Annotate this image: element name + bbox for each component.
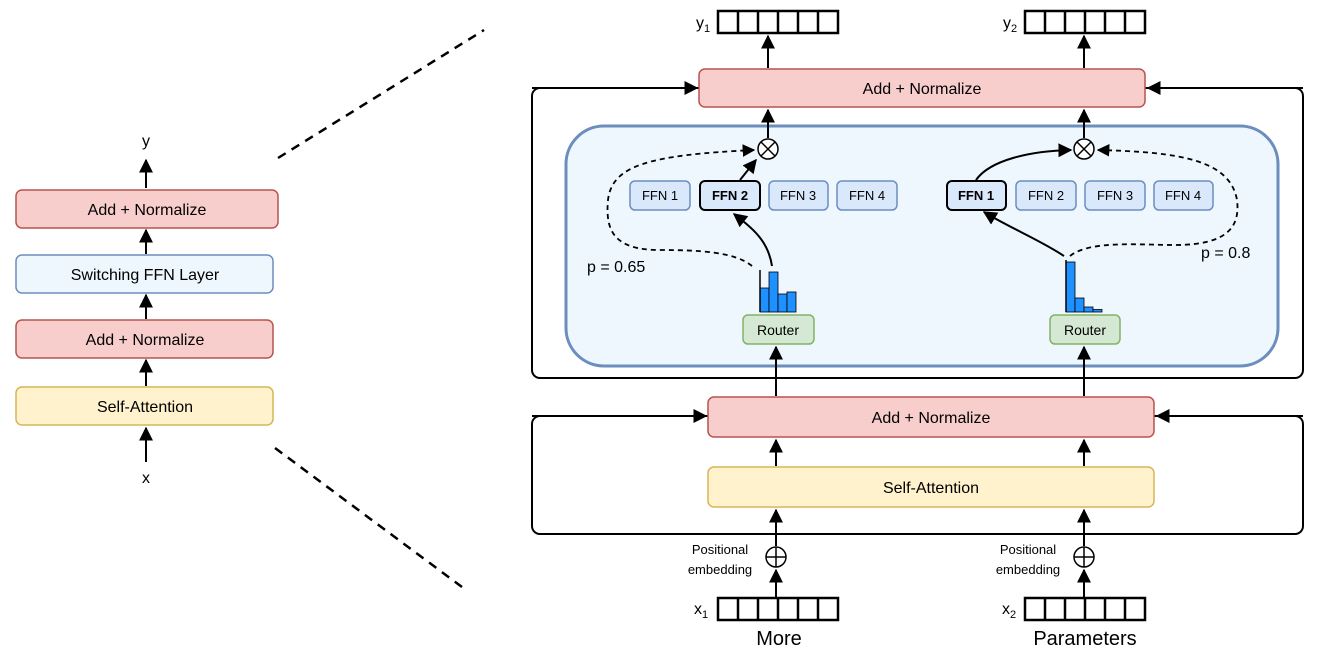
router-to-ffn-arrow bbox=[982, 211, 1065, 257]
left-output-label: y bbox=[142, 133, 150, 150]
histogram-bar bbox=[1074, 297, 1085, 313]
ffn-box bbox=[1084, 180, 1146, 211]
histogram-bar bbox=[1083, 306, 1094, 313]
histogram-bar bbox=[768, 271, 779, 313]
bottom-addnorm-box bbox=[707, 396, 1155, 438]
self-attention-box bbox=[707, 466, 1155, 508]
left-switching-ffn-box bbox=[15, 254, 274, 294]
left-router-label: Router bbox=[757, 322, 799, 338]
histogram-bar bbox=[777, 293, 788, 313]
input-word-parameters: Parameters bbox=[1033, 628, 1136, 650]
histogram-bar bbox=[759, 287, 770, 313]
ffn-box-selected bbox=[946, 180, 1007, 211]
ffn-box bbox=[768, 180, 829, 211]
multiply-icon-right bbox=[1073, 138, 1095, 160]
multiply-icon-left bbox=[757, 138, 779, 160]
ffn-label: FFN 4 bbox=[849, 188, 885, 203]
switching-ffn-panel bbox=[564, 124, 1280, 368]
self-attention-label: Self-Attention bbox=[883, 480, 979, 497]
output-label-y1: y1 bbox=[696, 15, 710, 35]
add-icon-right bbox=[1073, 546, 1095, 568]
input-vector-x2: x2 bbox=[1002, 596, 1147, 622]
ffn-box bbox=[836, 180, 898, 211]
probability-dashed-arrow bbox=[606, 144, 756, 267]
right-router-label: Router bbox=[1064, 322, 1106, 338]
output-label-y2: y2 bbox=[1003, 15, 1017, 35]
left-switching-ffn-label: Switching FFN Layer bbox=[71, 267, 220, 284]
ffn-label: FFN 1 bbox=[642, 188, 678, 203]
left-input-label: x bbox=[142, 470, 150, 487]
ffn-label: FFN 2 bbox=[1028, 188, 1064, 203]
left-addnorm-bottom-label: Add + Normalize bbox=[86, 332, 205, 349]
router-to-ffn-arrow bbox=[732, 213, 773, 267]
left-addnorm-top-box bbox=[15, 189, 279, 229]
left-probability-label: p = 0.65 bbox=[587, 259, 645, 276]
left-self-attention-box bbox=[15, 386, 274, 426]
left-ffn-row: FFN 1 FFN 2 FFN 3 FFN 4 bbox=[629, 180, 898, 211]
histogram-bar bbox=[1092, 309, 1103, 313]
output-vector-y2: y2 bbox=[1003, 9, 1147, 35]
left-stack: y Add + Normalize Switching FFN Layer Ad… bbox=[15, 133, 279, 487]
right-router-box bbox=[1049, 314, 1121, 345]
input-word-more: More bbox=[756, 628, 802, 650]
ffn-box-selected bbox=[699, 180, 761, 211]
left-addnorm-top-label: Add + Normalize bbox=[88, 202, 207, 219]
ffn-box bbox=[1015, 180, 1077, 211]
output-vector-y1: y1 bbox=[696, 9, 840, 35]
probability-dashed-arrow bbox=[1069, 143, 1239, 257]
histogram-bar bbox=[1065, 261, 1076, 313]
right-router-histogram bbox=[1065, 260, 1103, 313]
ffn-label-selected: FFN 2 bbox=[712, 188, 748, 203]
ffn-box bbox=[629, 180, 691, 211]
ffn-label: FFN 4 bbox=[1165, 188, 1201, 203]
right-probability-label: p = 0.8 bbox=[1201, 245, 1250, 262]
ffn-label-selected: FFN 1 bbox=[958, 188, 994, 203]
right-ffn-row: FFN 1 FFN 2 FFN 3 FFN 4 bbox=[946, 180, 1214, 211]
input-vector-x1: x1 bbox=[694, 596, 840, 622]
histogram-bar bbox=[786, 291, 797, 313]
pos-embedding-label-line1: Positional bbox=[692, 542, 748, 557]
zoom-line-top bbox=[277, 28, 485, 160]
ffn-to-multiply-arrow bbox=[975, 143, 1073, 181]
ffn-box bbox=[1153, 180, 1214, 211]
input-label-x2: x2 bbox=[1002, 601, 1016, 621]
ffn-label: FFN 3 bbox=[1097, 188, 1133, 203]
ffn-to-multiply-arrow bbox=[739, 158, 757, 181]
left-router-histogram bbox=[759, 270, 797, 313]
left-addnorm-bottom-box bbox=[15, 319, 274, 359]
pos-embedding-label-line2: embedding bbox=[996, 562, 1060, 577]
input-label-x1: x1 bbox=[694, 601, 708, 621]
add-icon-left bbox=[765, 546, 787, 568]
top-addnorm-box bbox=[698, 68, 1146, 108]
left-router-box bbox=[742, 314, 815, 345]
zoom-line-bottom bbox=[274, 446, 467, 592]
pos-embedding-label-line2: embedding bbox=[688, 562, 752, 577]
ffn-label: FFN 3 bbox=[780, 188, 816, 203]
pos-embedding-label-line1: Positional bbox=[1000, 542, 1056, 557]
bottom-addnorm-label: Add + Normalize bbox=[872, 410, 991, 427]
left-self-attention-label: Self-Attention bbox=[97, 399, 193, 416]
top-addnorm-label: Add + Normalize bbox=[863, 81, 982, 98]
